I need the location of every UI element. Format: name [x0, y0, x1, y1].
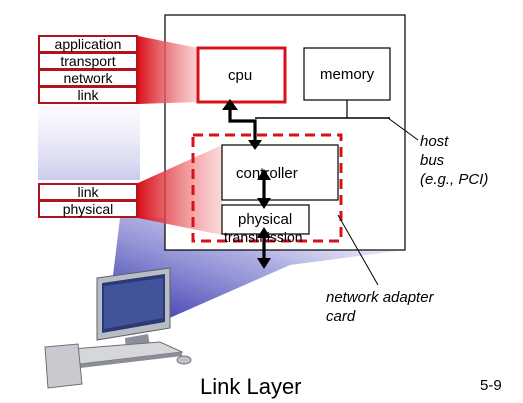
stack-projection	[38, 105, 140, 180]
cpu-projection	[138, 36, 198, 104]
cpu-box	[196, 46, 287, 104]
stack-layer-application: application	[38, 35, 138, 53]
adapter-annotation-line1: network adapter	[326, 289, 434, 306]
adapter-annotation-line2: card	[326, 308, 356, 325]
stack-layer-physical: physical	[38, 200, 138, 218]
memory-box	[303, 47, 391, 101]
adapter-card-box	[191, 133, 343, 243]
stack-layer-link-upper: link	[38, 86, 138, 104]
controller-label: controller	[236, 165, 298, 182]
adapter-pointer	[337, 214, 379, 286]
physical-label: physical	[238, 211, 293, 228]
computer-icon	[44, 267, 192, 389]
host-bus-annotation-example: (e.g., PCI)	[420, 171, 489, 188]
cpu-controller-arrow	[228, 104, 257, 145]
wire-arrowhead-down	[257, 258, 271, 269]
cpu-arrowhead	[222, 99, 238, 110]
ctrl-phys-arrowhead-down	[257, 198, 271, 209]
transmission-label: transmission	[224, 229, 303, 245]
adapter-projection	[138, 145, 222, 235]
stack-layer-network: network	[38, 69, 138, 87]
physical-box	[221, 204, 310, 235]
controller-box	[221, 144, 339, 201]
memory-label: memory	[320, 66, 375, 83]
host-bus-annotation-host: host	[420, 133, 449, 150]
slide-title: Link Layer	[200, 374, 302, 399]
ctrl-phys-arrowhead-up	[257, 169, 271, 180]
page-number: 5-9	[480, 377, 502, 394]
stack-layer-transport: transport	[38, 52, 138, 70]
cpu-label: cpu	[228, 67, 253, 84]
host-bus-annotation-bus: bus	[420, 152, 445, 169]
host-bus-pointer	[387, 117, 419, 141]
stack-layer-link: link	[38, 183, 138, 201]
controller-arrowhead-top	[248, 140, 262, 150]
wire-arrowhead-up	[257, 227, 271, 238]
